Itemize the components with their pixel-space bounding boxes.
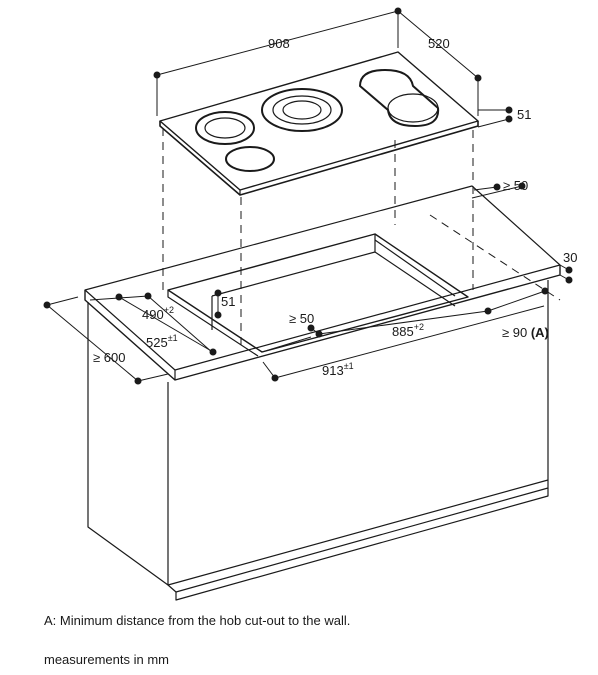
worktop: [84, 185, 561, 381]
label-cabinet-width-tol: ±1: [344, 361, 354, 371]
burner-oval-right: [359, 69, 440, 127]
burner-front-small: [225, 146, 275, 172]
dimension-labels: 908 520 51 ≥ 50 30 490+2 525±1 ≥ 600 51 …: [93, 36, 577, 378]
label-cutout-height: 51: [221, 294, 235, 309]
label-cabinet-depth-group: 525±1: [146, 333, 178, 350]
label-cutout-depth-group: 490+2: [142, 305, 174, 322]
label-hob-width: 908: [268, 36, 290, 51]
label-edge-gap: ≥ 50: [289, 311, 314, 326]
label-hob-depth: 520: [428, 36, 450, 51]
label-wall-distance-ref: (A): [531, 325, 549, 340]
label-cabinet-width: 913: [322, 363, 344, 378]
cabinet: [87, 280, 549, 601]
projection-lines: [162, 128, 561, 350]
note-a: A: Minimum distance from the hob cut-out…: [44, 613, 351, 628]
worktop-cutout: [167, 233, 469, 353]
hob: [159, 51, 479, 196]
hob-front-edge: [159, 121, 479, 196]
label-cabinet-depth-tol: ±1: [168, 333, 178, 343]
note-units: measurements in mm: [44, 652, 169, 667]
label-cutout-width-group: 885+2: [392, 322, 424, 339]
label-wall-distance: ≥ 90: [502, 325, 527, 340]
burner-front-left: [195, 111, 255, 145]
label-cabinet-width-group: 913±1: [322, 361, 354, 378]
label-hob-height: 51: [517, 107, 531, 122]
label-gap-wall: ≥ 50: [503, 178, 528, 193]
label-cutout-depth-tol: +2: [164, 305, 174, 315]
label-cabinet-depth: 525: [146, 335, 168, 350]
label-cutout-width-tol: +2: [414, 322, 424, 332]
label-cutout-depth: 490: [142, 307, 164, 322]
label-wall-distance-group: ≥ 90 (A): [502, 325, 549, 340]
label-cutout-width: 885: [392, 324, 414, 339]
dimension-endpoints: [43, 7, 573, 385]
label-worktop-depth: ≥ 600: [93, 350, 125, 365]
burner-center-large: [261, 88, 343, 132]
label-worktop-thickness: 30: [563, 250, 577, 265]
